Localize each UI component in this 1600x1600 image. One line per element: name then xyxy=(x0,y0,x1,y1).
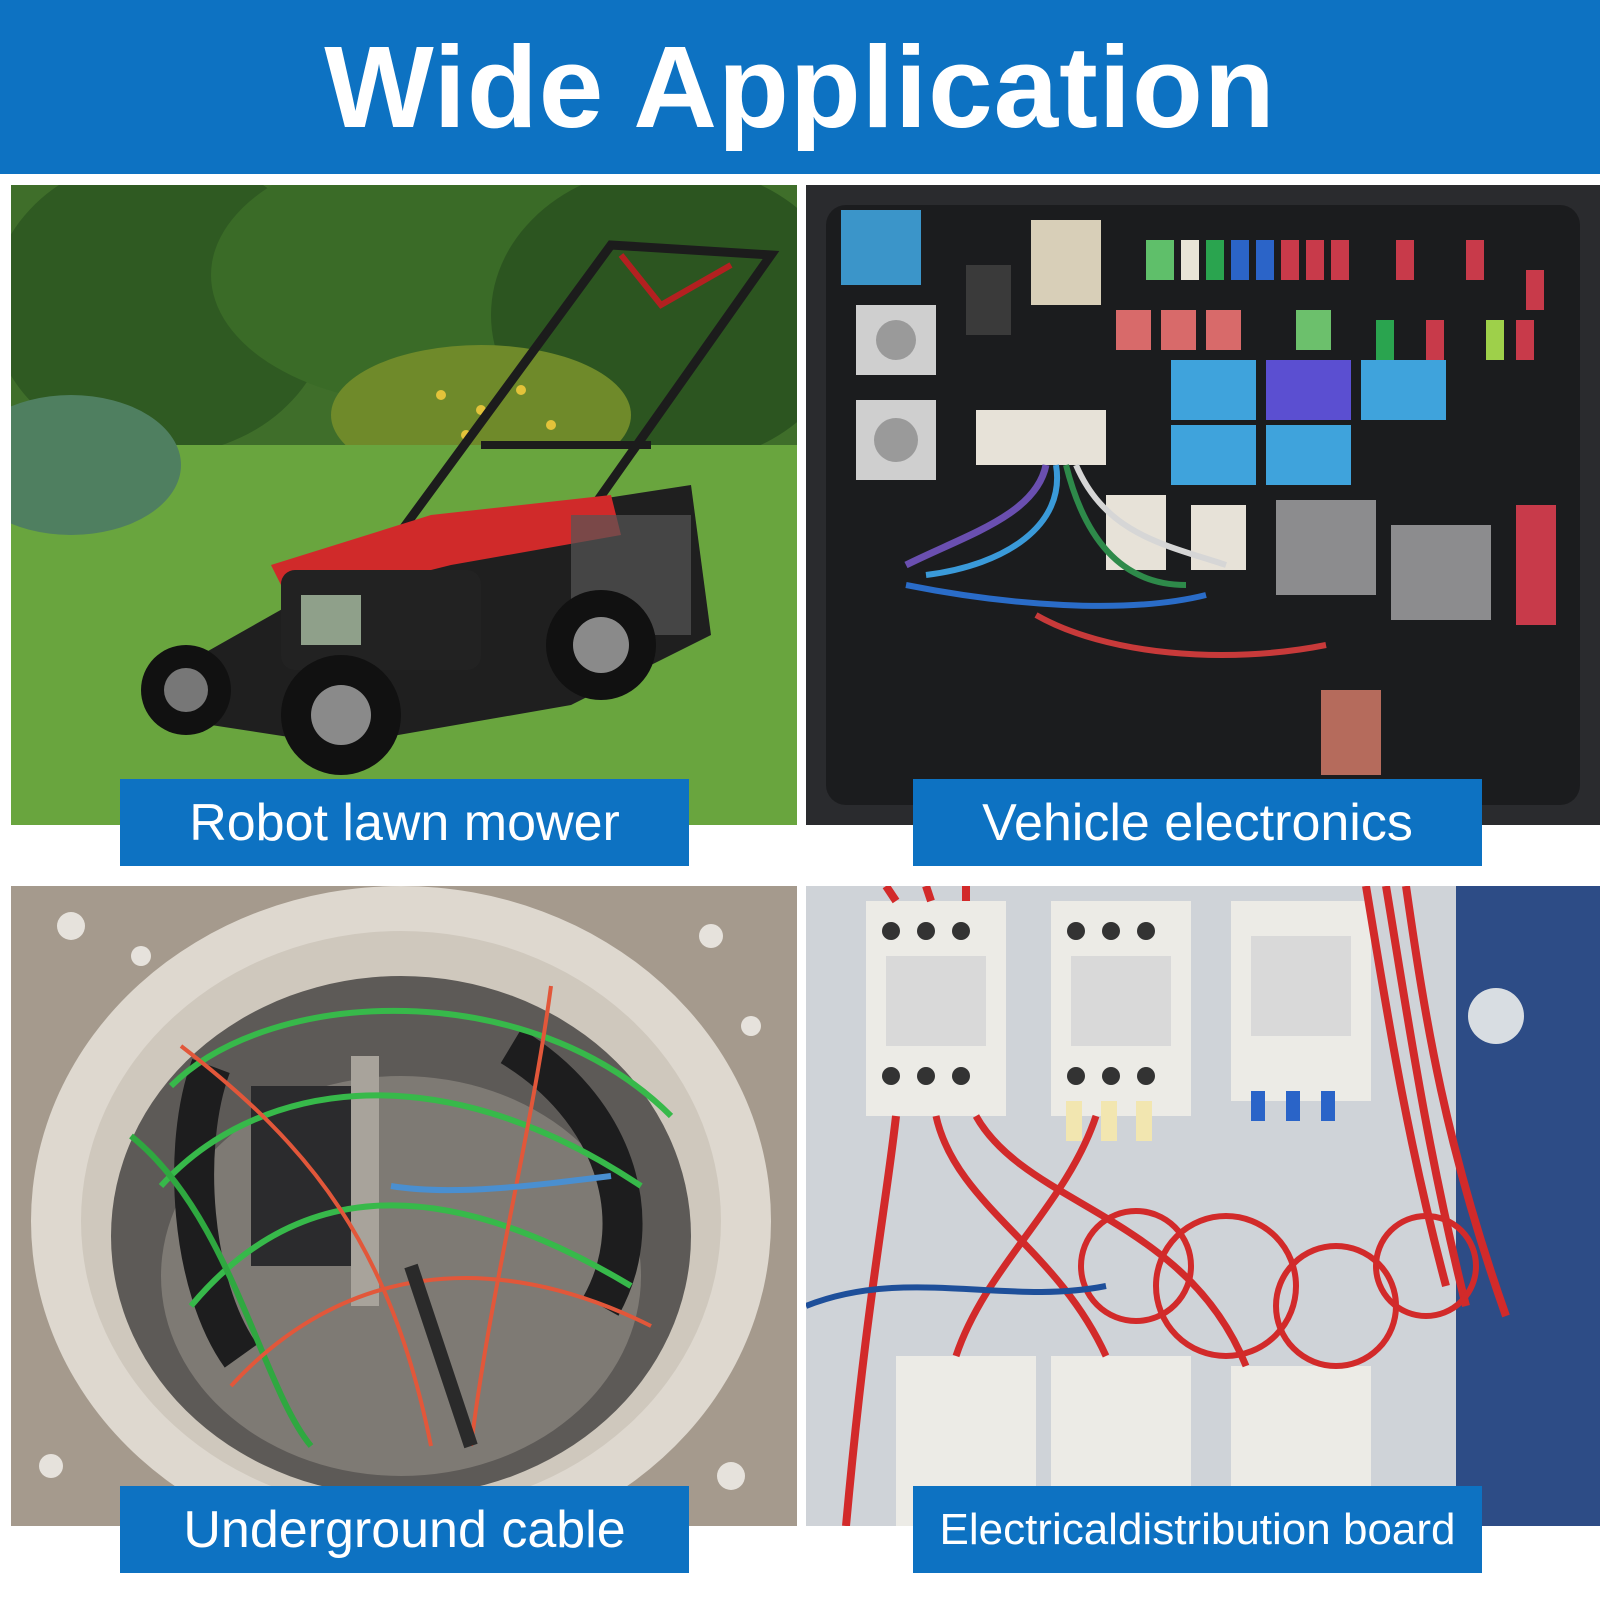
page-title: Wide Application xyxy=(324,22,1276,152)
tile-label-underground-cable: Underground cable xyxy=(120,1486,689,1573)
lawn-mower-photo xyxy=(11,185,797,825)
fuse-box-photo xyxy=(806,185,1600,825)
title-banner: Wide Application xyxy=(0,0,1600,174)
tile-label-vehicle-electronics: Vehicle electronics xyxy=(913,779,1482,866)
tile-label-robot-lawn-mower: Robot lawn mower xyxy=(120,779,689,866)
distribution-board-photo xyxy=(806,886,1600,1526)
underground-cable-photo xyxy=(11,886,797,1526)
tile-label-electrical-distribution-board: Electricaldistribution board xyxy=(913,1486,1482,1573)
